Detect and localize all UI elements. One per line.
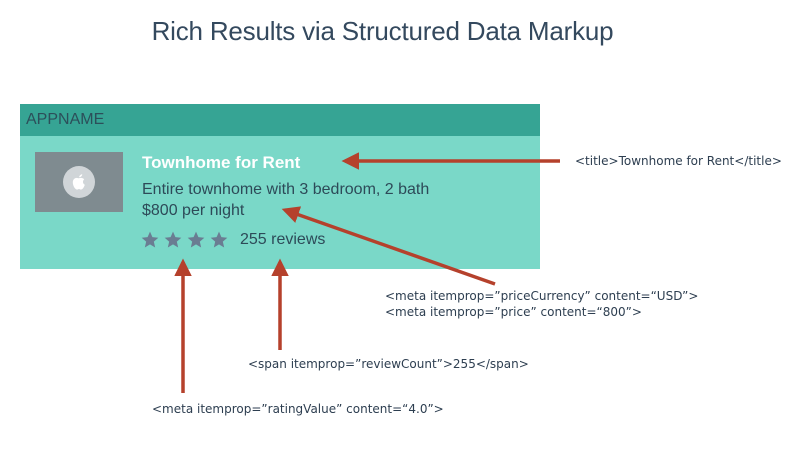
annotation-price: <meta itemprop=”price” content=“800”> [385,305,642,319]
annotation-title-tag: <title>Townhome for Rent</title> [575,154,782,168]
result-description: Entire townhome with 3 bedroom, 2 bath [142,181,430,198]
page-title: Rich Results via Structured Data Markup [151,16,614,46]
annotation-review-count: <span itemprop=”reviewCount”>255</span> [248,357,529,371]
annotation-price-currency: <meta itemprop=”priceCurrency” content=“… [385,289,699,303]
arrow-to-price [281,206,496,286]
apple-logo-icon [63,166,95,198]
result-price: $800 per night [142,202,245,219]
result-thumbnail [35,152,123,212]
card-header-app-name: APPNAME [20,104,540,136]
star-icon [187,231,205,248]
search-result-card: APPNAME Townhome for Rent Entire townhom… [20,104,540,269]
rating-row: 255 reviews [140,230,325,250]
star-icon [210,231,228,248]
star-rating [140,230,232,250]
annotation-rating-value: <meta itemprop=”ratingValue” content=“4.… [152,402,444,416]
review-count: 255 reviews [240,231,326,248]
star-icon [141,231,159,248]
result-title[interactable]: Townhome for Rent [142,153,301,172]
star-icon [164,231,182,248]
